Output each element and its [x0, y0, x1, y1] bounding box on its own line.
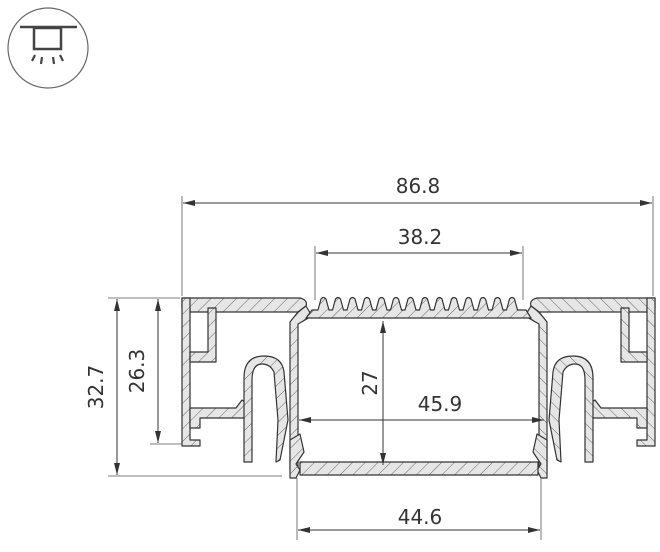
heat-sink-fins — [305, 296, 532, 319]
label-fin-width: 38.2 — [398, 225, 443, 249]
label-inner-height: 27 — [358, 370, 382, 395]
profile-right-half — [524, 297, 656, 479]
label-flange-height: 26.3 — [125, 349, 149, 394]
fin-band — [305, 296, 532, 319]
profile-left-half — [181, 297, 313, 479]
label-inner-width: 45.9 — [418, 392, 463, 416]
diffuser-strip — [299, 461, 539, 476]
label-overall-width: 86.8 — [396, 174, 441, 198]
recessed-ceiling-light-icon — [7, 7, 89, 89]
label-overall-height: 32.7 — [84, 365, 108, 410]
extension-lines — [108, 196, 654, 540]
label-diffuser-width: 44.6 — [398, 505, 443, 529]
